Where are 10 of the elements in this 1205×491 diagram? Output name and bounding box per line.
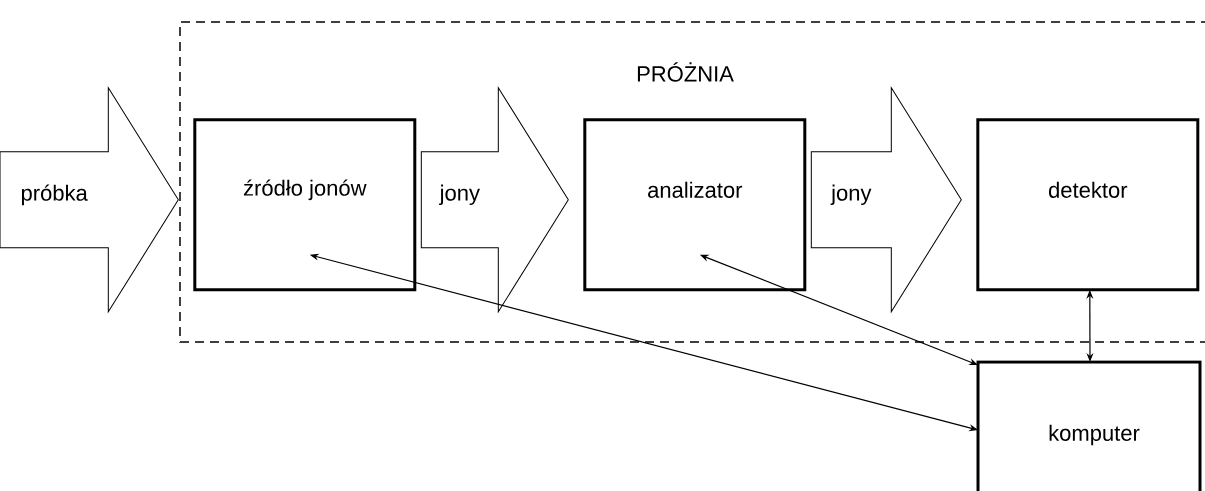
block-arrow [420,87,569,313]
process-box: analizator [583,118,807,292]
edge-label: próbka [19,183,89,207]
edge-label: jony [438,183,481,207]
process-box: źródło jonów [193,118,417,292]
block-arrow [810,87,962,313]
block-arrow [0,87,179,313]
process-box: komputer [976,360,1202,491]
edge-label: jony [830,183,873,207]
process-box: detektor [976,118,1200,292]
